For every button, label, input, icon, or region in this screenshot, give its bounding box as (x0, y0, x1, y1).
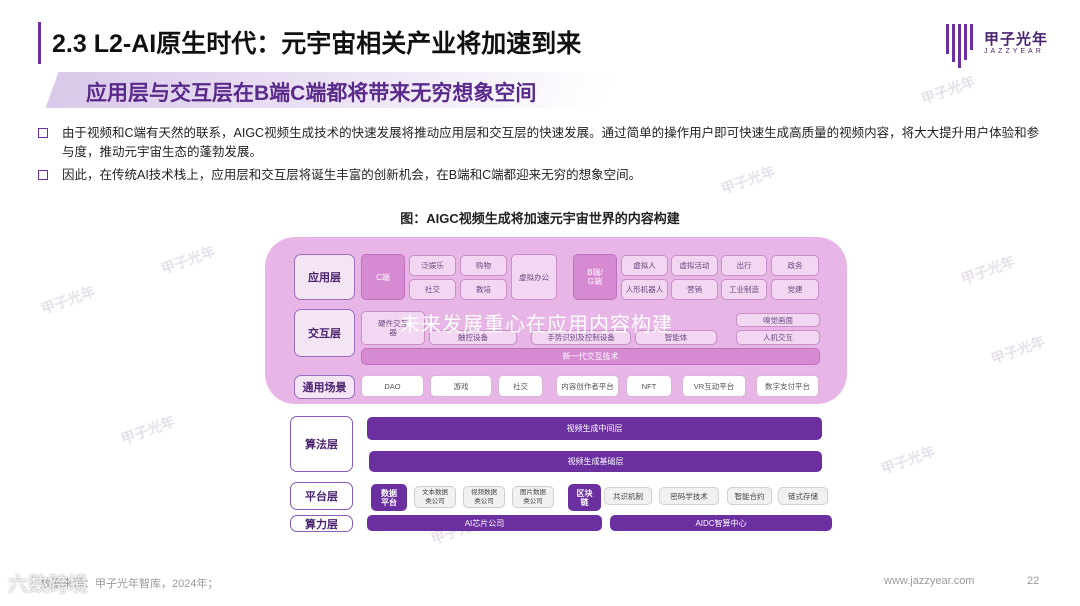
compute-bar-aidc: AIDC智算中心 (610, 515, 832, 531)
interaction-chip: 触控设备 (429, 330, 517, 345)
bullet-text: 因此，在传统AI技术栈上，应用层和交互层将诞生丰富的创新机会，在B端和C端都迎来… (62, 168, 642, 182)
interaction-chip: 嗅觉画面 (736, 313, 820, 327)
watermark: 甲子光年 (118, 412, 178, 448)
row-label-platform: 平台层 (290, 482, 353, 510)
row-label-interaction: 交互层 (294, 309, 355, 357)
bullet-text: 由于视频和C端有天然的联系，AIGC视频生成技术的快速发展将推动应用层和交互层的… (62, 126, 1040, 159)
platform-chip: 图片数据 类公司 (512, 486, 554, 508)
bullet-list: 由于视频和C端有天然的联系，AIGC视频生成技术的快速发展将推动应用层和交互层的… (38, 124, 1048, 189)
app-chip: 虚拟活动 (671, 255, 718, 276)
app-chip: 虚拟人 (621, 255, 668, 276)
overlay-slogan: 未来发展重心在应用内容构建 (400, 314, 673, 336)
app-chip: 虚拟办公 (511, 254, 557, 300)
footer-website[interactable]: www.jazzyear.com (884, 575, 975, 587)
watermark: 甲子光年 (918, 72, 978, 108)
bullet-item: 由于视频和C端有天然的联系，AIGC视频生成技术的快速发展将推动应用层和交互层的… (38, 124, 1048, 162)
scene-chip: DAO (361, 375, 424, 397)
algo-bar-base: 视频生成基础层 (369, 451, 822, 472)
watermark: 甲子光年 (958, 252, 1018, 288)
watermark: 甲子光年 (988, 332, 1048, 368)
interaction-tech-bar: 新一代交互技术 (361, 348, 820, 365)
app-chip: 购物 (460, 255, 507, 276)
algo-bar-middle: 视频生成中间层 (367, 417, 822, 440)
page-title: 2.3 L2-AI原生时代：元宇宙相关产业将加速到来 (52, 30, 582, 58)
bullet-item: 因此，在传统AI技术栈上，应用层和交互层将诞生丰富的创新机会，在B端和C端都迎来… (38, 166, 1048, 185)
scene-chip: VR互动平台 (682, 375, 746, 397)
watermark: 甲子光年 (38, 282, 98, 318)
interaction-chip: 智能体 (635, 330, 717, 345)
platform-chip: 文本数据 类公司 (414, 486, 456, 508)
app-chip: 教培 (460, 279, 507, 300)
app-chip: 工业制造 (721, 279, 767, 300)
app-chip: 人形机器人 (621, 279, 668, 300)
scene-chip: 内容创作者平台 (556, 375, 619, 397)
data-platform-tag: 数据 平台 (371, 484, 407, 511)
page-subtitle: 应用层与交互层在B端C端都将带来无穷想象空间 (86, 82, 537, 105)
overlay-brand-logo: 六数跨境 (8, 574, 88, 596)
row-label-scene: 通用场景 (294, 375, 355, 399)
blockchain-tag: 区块 链 (568, 484, 601, 511)
scene-chip: NFT (626, 375, 672, 397)
compute-bar-chips: AI芯片公司 (367, 515, 602, 531)
footer-source: 数据来源：甲子光年智库，2024年； (40, 578, 219, 590)
row-label-app: 应用层 (294, 254, 355, 300)
platform-chip: 视频数据 类公司 (463, 486, 505, 508)
hardware-interaction-chip: 硬件交互 器 (361, 311, 425, 345)
bullet-square-icon (38, 170, 48, 180)
row-label-compute: 算力层 (290, 515, 353, 532)
platform-chip: 链式存储 (778, 487, 828, 505)
row-label-algo: 算法层 (290, 416, 353, 472)
platform-chip: 密码学技术 (659, 487, 719, 505)
scene-chip: 数字支付平台 (756, 375, 819, 397)
interaction-chip: 人机交互 (736, 330, 820, 345)
logo-text-cn: 甲子光年 (984, 31, 1049, 48)
title-accent-bar (38, 22, 41, 64)
figure-caption: 图：AIGC视频生成将加速元宇宙世界的内容构建 (400, 211, 680, 226)
brand-logo: 甲子光年 JAZZYEAR (944, 22, 1054, 68)
bullet-square-icon (38, 128, 48, 138)
interaction-chip: 手势识别及控制设备 (531, 330, 631, 345)
app-chip: 党建 (771, 279, 819, 300)
platform-chip: 智能合约 (727, 487, 772, 505)
c-side-tag: C端 (361, 254, 405, 300)
app-chip: 社交 (409, 279, 456, 300)
platform-chip: 共识机制 (604, 487, 652, 505)
logo-text-en: JAZZYEAR (984, 48, 1044, 55)
watermark: 甲子光年 (158, 242, 218, 278)
app-chip: 泛娱乐 (409, 255, 456, 276)
app-chip: 营销 (671, 279, 718, 300)
page-number: 22 (1027, 575, 1040, 587)
scene-chip: 社交 (498, 375, 543, 397)
app-chip: 出行 (721, 255, 767, 276)
scene-chip: 游戏 (430, 375, 492, 397)
app-chip: 政务 (771, 255, 819, 276)
watermark: 甲子光年 (878, 442, 938, 478)
b-side-tag: B端/ G端 (573, 254, 617, 300)
